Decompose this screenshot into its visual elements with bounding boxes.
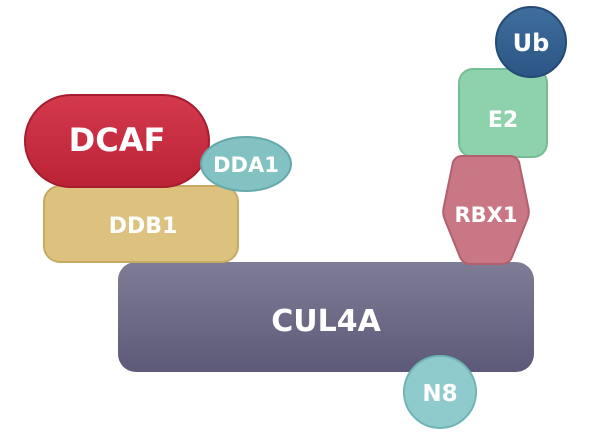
n8-shape: [403, 355, 477, 429]
ddb1-node: DDB1: [43, 185, 239, 263]
n8-node: N8: [403, 355, 477, 429]
dda1-node: DDA1: [200, 136, 292, 192]
rbx1-node: RBX1: [442, 155, 530, 265]
dcaf-node: DCAF: [24, 94, 210, 188]
n8-label: N8: [422, 381, 457, 407]
cul4a-shape: [118, 262, 534, 372]
e2-node: E2: [458, 68, 548, 158]
dcaf-label: DCAF: [69, 121, 166, 159]
rbx1-label: RBX1: [455, 203, 518, 227]
cul4a-label: CUL4A: [271, 304, 381, 339]
cul4a-node: CUL4A: [118, 262, 534, 372]
dcaf-shape: [24, 94, 210, 188]
rbx1-shape: [442, 155, 530, 265]
ub-shape: [495, 6, 567, 78]
ub-node: Ub: [495, 6, 567, 78]
dda1-shape: [200, 136, 292, 192]
dda1-label: DDA1: [213, 153, 279, 177]
e2-label: E2: [488, 108, 518, 133]
ub-label: Ub: [513, 29, 550, 57]
ddb1-label: DDB1: [109, 214, 178, 239]
